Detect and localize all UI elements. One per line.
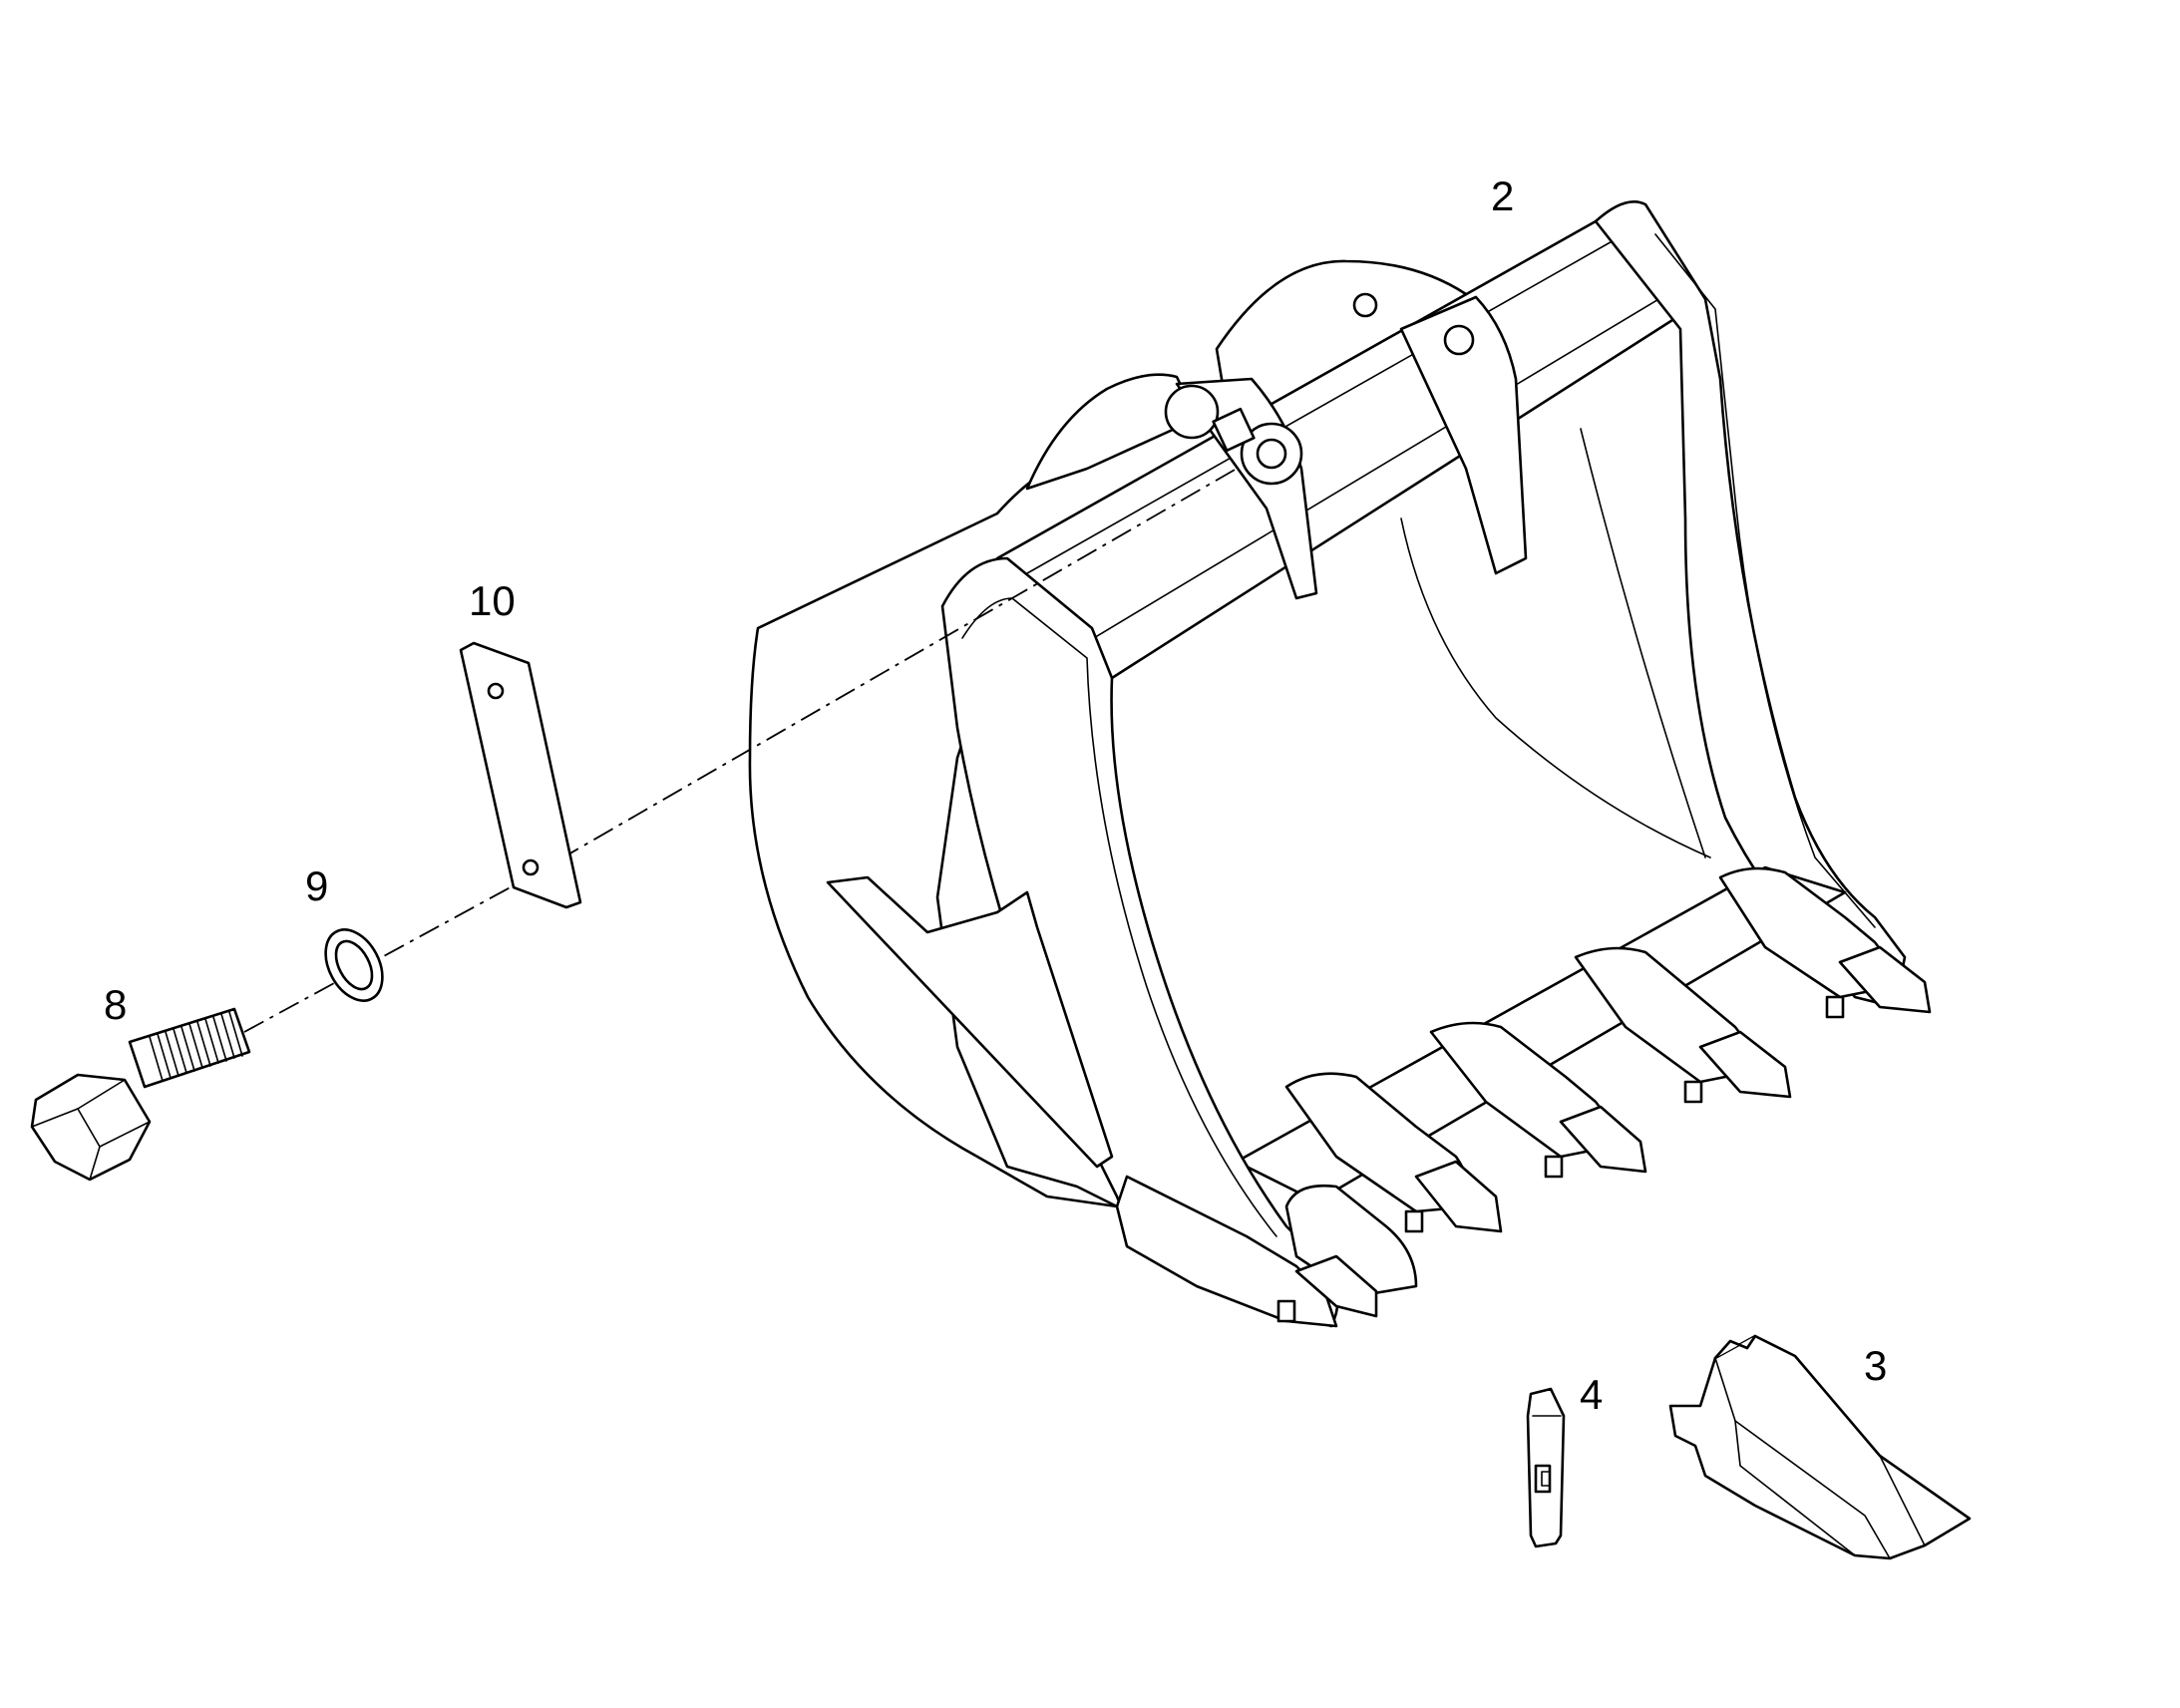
callout-10: 10 <box>469 577 516 624</box>
bucket-inner-curve <box>1400 517 1711 858</box>
bucket-assembly <box>748 200 1907 1328</box>
side-wear-strip <box>826 875 1114 1169</box>
tooth-2 <box>1284 1072 1503 1233</box>
tooth-1 <box>1276 1184 1418 1323</box>
bucket-tooth-detail <box>1668 1334 1972 1560</box>
pivot-boss-left <box>1164 384 1220 440</box>
pivot-hole-right <box>1256 438 1287 470</box>
tooth-3 <box>1429 1021 1647 1179</box>
bucket-teeth <box>1276 866 1932 1323</box>
bracket-hole-upper <box>1352 292 1378 318</box>
mounting-bracket-right <box>1399 295 1528 575</box>
callout-3: 3 <box>1864 1342 1887 1389</box>
pin-latch <box>1534 1464 1552 1494</box>
lock-block <box>1212 407 1256 453</box>
bracket-hole-lower <box>1443 324 1475 356</box>
bolt-threads <box>149 1011 243 1082</box>
washer <box>324 928 384 1002</box>
callout-2: 2 <box>1491 172 1514 219</box>
callout-9: 9 <box>305 862 328 909</box>
bucket-side-plate-mid <box>1025 373 1199 491</box>
plate-hole-top <box>487 682 505 700</box>
callout-8: 8 <box>104 981 127 1028</box>
retainer-plate <box>459 641 582 909</box>
tooth-4 <box>1574 946 1792 1104</box>
plate-hole-bottom <box>522 858 540 876</box>
tooth-5 <box>1718 866 1932 1019</box>
corner-adapter <box>1115 1175 1338 1328</box>
callout-4: 4 <box>1580 1371 1603 1418</box>
retaining-pin <box>1526 1387 1566 1548</box>
hex-bolt <box>30 1007 251 1182</box>
